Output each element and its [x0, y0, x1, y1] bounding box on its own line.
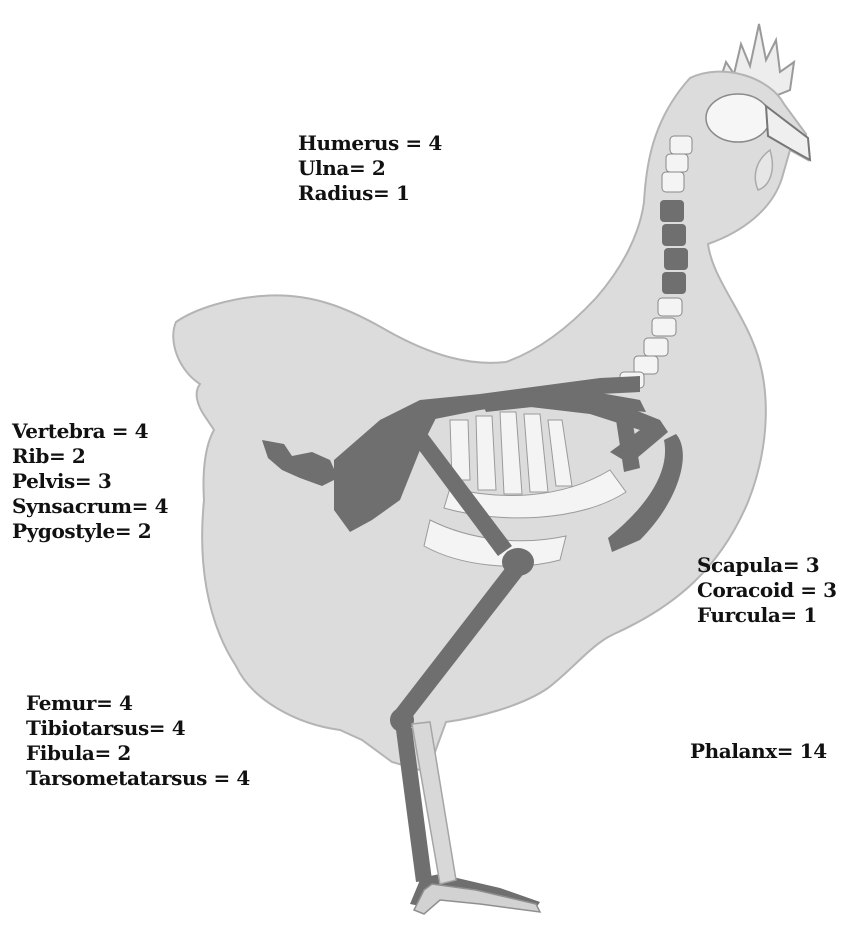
- label-pygostyle: Pygostyle= 2: [12, 519, 168, 544]
- label-rib: Rib= 2: [12, 444, 168, 469]
- label-tibiotarsus: Tibiotarsus= 4: [26, 716, 250, 741]
- label-ulna: Ulna= 2: [298, 156, 442, 181]
- label-scapula: Scapula= 3: [697, 553, 837, 578]
- label-humerus: Humerus = 4: [298, 131, 442, 156]
- shoulder-bone-labels: Scapula= 3 Coracoid = 3 Furcula= 1: [697, 553, 837, 628]
- label-phalanx: Phalanx= 14: [690, 739, 827, 764]
- label-furcula: Furcula= 1: [697, 603, 837, 628]
- wing-bone-labels: Humerus = 4 Ulna= 2 Radius= 1: [298, 131, 442, 206]
- skull: [706, 94, 770, 142]
- label-fibula: Fibula= 2: [26, 741, 250, 766]
- label-coracoid: Coracoid = 3: [697, 578, 837, 603]
- label-radius: Radius= 1: [298, 181, 442, 206]
- axial-bone-labels: Vertebra = 4 Rib= 2 Pelvis= 3 Synsacrum=…: [12, 419, 168, 544]
- foot-bone-labels: Phalanx= 14: [690, 739, 827, 764]
- label-synsacrum: Synsacrum= 4: [12, 494, 168, 519]
- label-pelvis: Pelvis= 3: [12, 469, 168, 494]
- label-vertebra: Vertebra = 4: [12, 419, 168, 444]
- label-femur: Femur= 4: [26, 691, 250, 716]
- leg-bone-labels: Femur= 4 Tibiotarsus= 4 Fibula= 2 Tarsom…: [26, 691, 250, 791]
- label-tarsometatarsus: Tarsometatarsus = 4: [26, 766, 250, 791]
